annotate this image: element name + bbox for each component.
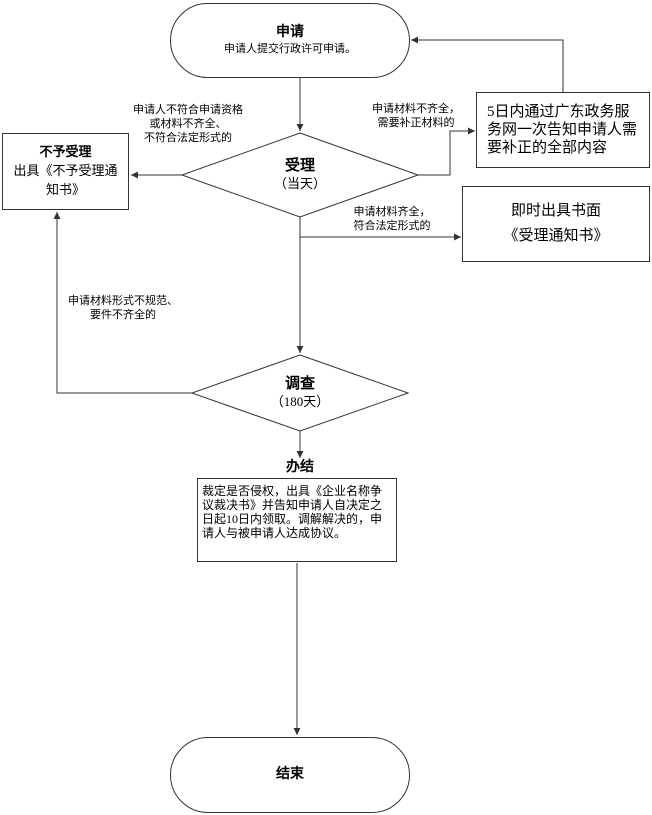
node-conclude-title-wrap: 办结: [250, 460, 350, 477]
node-conclude-title: 办结: [286, 460, 314, 476]
edge-label-incomplete: 申请材料不齐全， 需要补正材料的: [372, 103, 460, 129]
node-reject-title: 不予受理: [39, 144, 92, 160]
node-start: 申请 申请人提交行政许可申请。: [170, 3, 410, 78]
edge-label-irregular: 申请材料形式不规范、 要件不齐全的: [68, 295, 178, 321]
node-reject-desc: 出具《不予受理通知书》: [13, 163, 118, 197]
edge-accept-to-supplement: [418, 127, 475, 176]
node-end: 结束: [170, 737, 410, 813]
edge-label-not-qualified: 申请人不符合申请资格 或材料不齐全、 不符合法定形式的: [133, 104, 243, 144]
edge-label-complete: 申请材料齐全， 符合法定形式的: [353, 206, 431, 232]
node-accept: 受理 （当天）: [240, 146, 360, 204]
node-conclude: 裁定是否侵权，出具《企业名称争议裁决书》并告知申请人自决定之日起10日内领取。调…: [197, 478, 397, 562]
node-investigate-title: 调查: [284, 375, 315, 392]
node-supplement: 5日内通过广东政务服务网一次告知申请人需要补正的全部内容: [476, 92, 650, 168]
node-supplement-desc: 5日内通过广东政务服务网一次告知申请人需要补正的全部内容: [487, 104, 638, 156]
decision-accept-shape: [180, 132, 420, 218]
node-notify: 即时出具书面 《受理通知书》: [462, 186, 650, 262]
node-start-desc: 申请人提交行政许可申请。: [224, 43, 356, 56]
node-investigate-desc: （180天）: [270, 393, 330, 409]
node-end-title: 结束: [276, 766, 304, 782]
edges-group: [53, 36, 564, 735]
node-accept-title: 受理: [284, 157, 315, 174]
node-start-title: 申请: [276, 24, 304, 40]
edge-supplement-to-start: [411, 36, 564, 92]
node-reject: 不予受理 出具《不予受理通知书》: [2, 133, 129, 210]
node-conclude-desc: 裁定是否侵权，出具《企业名称争议裁决书》并告知申请人自决定之日起10日内领取。调…: [202, 484, 383, 541]
node-accept-desc: （当天）: [273, 175, 326, 191]
edge-investigate-to-reject: [53, 212, 193, 394]
node-investigate: 调查 （180天）: [240, 364, 360, 422]
decision-investigate-shape: [190, 354, 410, 432]
node-notify-desc: 即时出具书面 《受理通知书》: [503, 202, 609, 245]
